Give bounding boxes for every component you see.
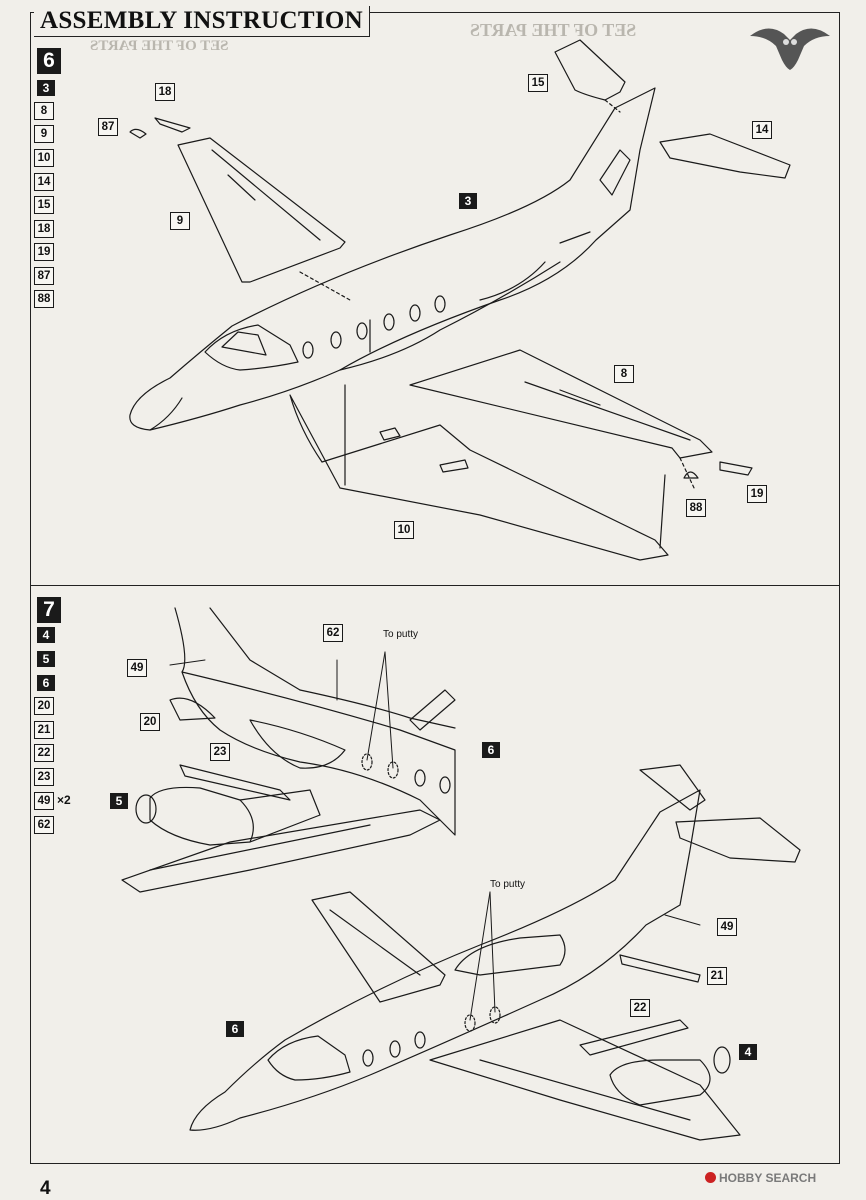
to-putty-note-lower: To putty: [490, 879, 526, 890]
callout-18: 18: [155, 83, 175, 101]
part-chip: 15: [34, 196, 54, 214]
callout-6: 6: [482, 742, 500, 758]
part-chip: 62: [34, 816, 54, 834]
step7-partial-fuselage: [174, 607, 456, 836]
callout-19: 19: [747, 485, 767, 503]
to-putty-note: To putty: [383, 629, 419, 640]
step6-left-wing: [129, 117, 351, 301]
step6-belly-fairing: [289, 384, 669, 561]
callout-22: 22: [630, 999, 650, 1017]
callout-3: 3: [459, 193, 477, 209]
part-chip: 23: [34, 768, 54, 786]
section-divider: [30, 585, 840, 586]
part-chip: 19: [34, 243, 54, 261]
part-chip-filled: 3: [37, 80, 55, 96]
step6-fuselage: [129, 87, 656, 431]
callout-5: 5: [110, 793, 128, 809]
page-frame: [30, 12, 840, 1164]
owl-icon: [748, 16, 832, 81]
quantity-multiplier: ×2: [57, 793, 71, 807]
part-chip: 10: [34, 149, 54, 167]
callout-10: 10: [394, 521, 414, 539]
callout-49-lower: 49: [717, 918, 737, 936]
step7-left-wing-engine: [121, 697, 441, 893]
callout-88: 88: [686, 499, 706, 517]
callout-23: 23: [210, 743, 230, 761]
callout-87: 87: [98, 118, 118, 136]
part-chip-filled: 6: [37, 675, 55, 691]
part-chip: 49: [34, 792, 54, 810]
part-chip: 21: [34, 721, 54, 739]
page-title: ASSEMBLY INSTRUCTION: [34, 6, 370, 37]
callout-6-lower: 6: [226, 1021, 244, 1037]
step7-full-aircraft: [189, 764, 801, 1141]
step6-tail-parts: [554, 39, 791, 179]
callout-9: 9: [170, 212, 190, 230]
part-chip: 22: [34, 744, 54, 762]
watermark-text: HOBBY SEARCH: [719, 1171, 817, 1185]
leader-lines: [169, 651, 701, 1021]
part-chip: 18: [34, 220, 54, 238]
callout-4: 4: [739, 1044, 757, 1060]
hobby-search-logo-icon: [705, 1172, 716, 1183]
step-7-number: 7: [37, 597, 61, 623]
part-chip-filled: 4: [37, 627, 55, 643]
callout-62: 62: [323, 624, 343, 642]
callout-20: 20: [140, 713, 160, 731]
part-chip: 20: [34, 697, 54, 715]
part-chip: 9: [34, 125, 54, 143]
part-chip: 88: [34, 290, 54, 308]
callout-49: 49: [127, 659, 147, 677]
page-number: 4: [40, 1178, 51, 1199]
part-chip-filled: 5: [37, 651, 55, 667]
callout-21: 21: [707, 967, 727, 985]
part-chip: 14: [34, 173, 54, 191]
part-chip: 8: [34, 102, 54, 120]
part-chip: 87: [34, 267, 54, 285]
callout-14: 14: [752, 121, 772, 139]
callout-15: 15: [528, 74, 548, 92]
watermark: HOBBY SEARCH: [705, 1171, 816, 1185]
step6-right-wing: [409, 349, 753, 491]
callout-8: 8: [614, 365, 634, 383]
step-6-number: 6: [37, 48, 61, 74]
